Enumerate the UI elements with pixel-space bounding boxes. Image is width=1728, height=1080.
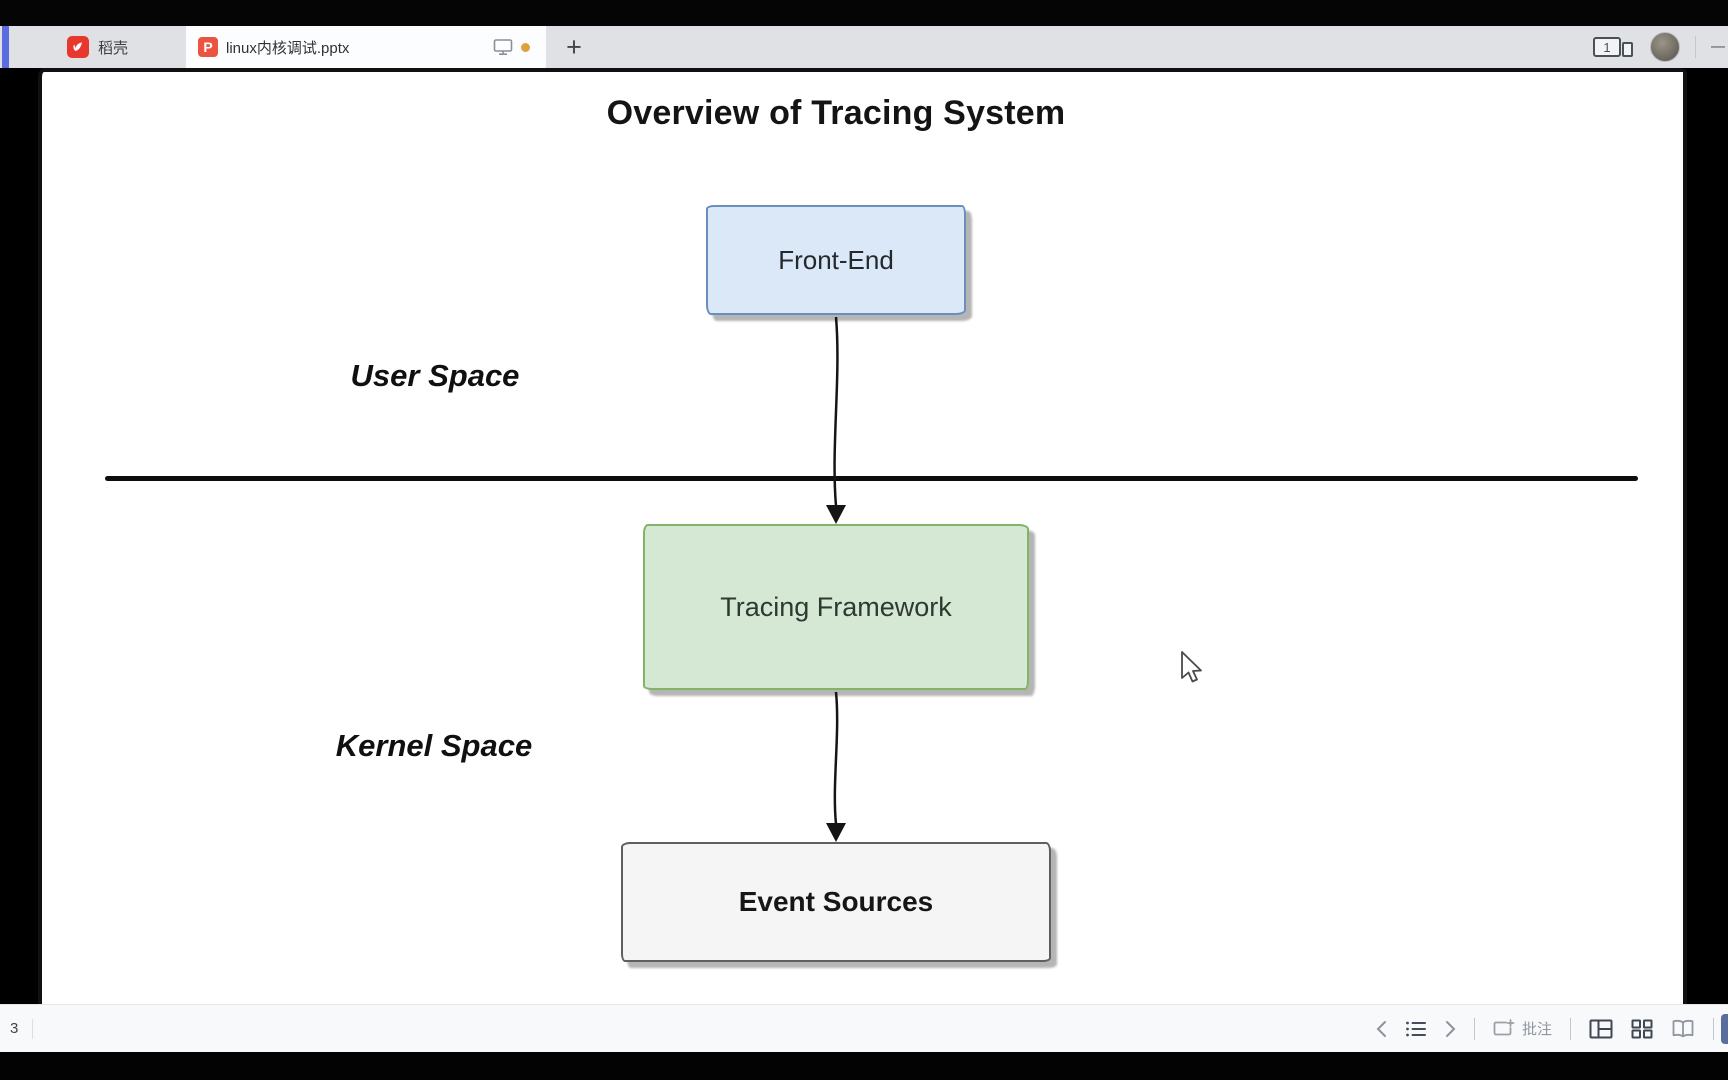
tab-document[interactable]: P linux内核调试.pptx xyxy=(186,26,546,68)
unsaved-status-dot xyxy=(521,42,530,52)
tabbar-divider xyxy=(1695,36,1696,58)
window-manager-secondary-box xyxy=(1622,42,1633,57)
user-space-label: User Space xyxy=(350,358,520,393)
page-number: 3 xyxy=(10,1020,19,1037)
normal-view-icon[interactable] xyxy=(1589,1019,1613,1039)
slide-list-icon[interactable] xyxy=(1405,1020,1427,1038)
status-right-cluster: 批注 xyxy=(1376,1005,1714,1052)
tab-bar: 稻壳 P linux内核调试.pptx + 1 — xyxy=(0,26,1728,68)
status-divider xyxy=(32,1019,33,1039)
add-annotation-icon xyxy=(1493,1019,1515,1036)
document-title: linux内核调试.pptx xyxy=(226,39,350,57)
tabbar-right-cluster: 1 — xyxy=(1593,26,1728,68)
minimize-button[interactable]: — xyxy=(1711,38,1725,56)
user-kernel-divider-line xyxy=(105,476,1638,481)
docer-tab-label: 稻壳 xyxy=(97,39,128,57)
grid-view-icon[interactable] xyxy=(1631,1019,1653,1039)
diagram-node-event-sources: Event Sources xyxy=(621,842,1051,962)
diagram-node-tracing-framework: Tracing Framework xyxy=(643,524,1029,690)
window-manager-icon[interactable]: 1 xyxy=(1593,36,1635,58)
status-divider xyxy=(1713,1017,1714,1040)
user-avatar[interactable] xyxy=(1650,32,1680,62)
docer-logo-icon xyxy=(66,36,89,58)
mouse-cursor xyxy=(1181,651,1202,683)
reading-view-icon[interactable] xyxy=(1671,1019,1695,1039)
top-black-strip xyxy=(0,0,1728,26)
annotate-button[interactable]: 批注 xyxy=(1493,1018,1552,1039)
next-slide-icon[interactable] xyxy=(1445,1020,1456,1038)
diagram-node-front-end: Front-End xyxy=(706,205,966,315)
new-tab-button[interactable]: + xyxy=(566,31,582,62)
kernel-space-label: Kernel Space xyxy=(335,728,533,763)
screen-share-icon[interactable] xyxy=(493,38,513,56)
tab-docer[interactable]: 稻壳 xyxy=(9,26,186,68)
slide-title: Overview of Tracing System xyxy=(606,94,1066,132)
window-accent-strip xyxy=(2,26,9,68)
status-bar: 3 xyxy=(0,1004,1728,1052)
status-divider xyxy=(1570,1017,1571,1040)
bottom-black-strip xyxy=(0,1052,1728,1080)
annotate-label: 批注 xyxy=(1521,1021,1552,1038)
previous-slide-icon[interactable] xyxy=(1376,1020,1387,1038)
slide-canvas-area[interactable]: Overview of Tracing System Front-End Use… xyxy=(0,68,1728,1004)
play-slideshow-button[interactable] xyxy=(1721,1014,1728,1044)
status-divider xyxy=(1473,1017,1475,1040)
window-count-badge: 1 xyxy=(1593,37,1621,57)
presentation-app-icon: P xyxy=(198,37,218,57)
slide-page[interactable]: Overview of Tracing System Front-End Use… xyxy=(38,68,1687,1004)
